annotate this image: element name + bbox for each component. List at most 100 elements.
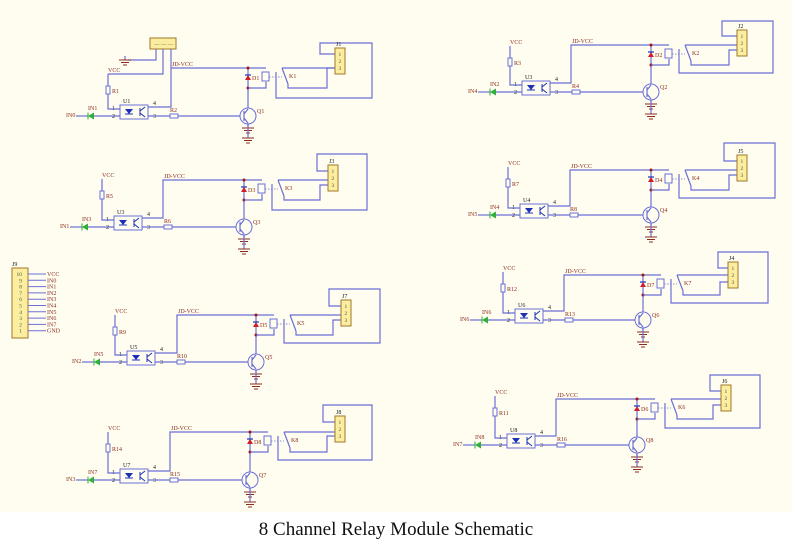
relay-coil: [656, 278, 665, 289]
jdvcc-net-label: JD-VCC: [572, 39, 593, 45]
relay-terminal-block: [727, 261, 739, 289]
transistor-ref-label: Q5: [265, 355, 272, 361]
relay-coil: [257, 183, 266, 194]
junction-dot: [246, 66, 250, 70]
header-pin-number: 8: [19, 285, 22, 291]
coil-return-wire: [651, 184, 670, 191]
relay-terminal-block: [340, 299, 352, 327]
pullup-resistor: [105, 443, 111, 453]
relay-terminal-block: [334, 415, 346, 443]
base-resistor-ref-label: R6: [164, 219, 171, 225]
input-net-label: IN5: [468, 212, 477, 218]
relay-coil: [650, 402, 659, 413]
optocoupler-ref-label: U3: [117, 210, 124, 216]
input-net-label: IN4: [468, 89, 477, 95]
ground-symbol: [238, 245, 250, 255]
header-net-label: IN2: [47, 291, 56, 297]
no-loop-wire: [277, 404, 373, 461]
relay-ref-label: K6: [678, 405, 685, 411]
indicator-led-icon: [475, 441, 481, 449]
opto-collector: [526, 435, 533, 441]
terminal-ref-label: J7: [342, 294, 347, 300]
junction-dot: [254, 313, 258, 317]
power-jumper: — — —: [108, 37, 177, 75]
led-ref-label: IN2: [490, 82, 499, 88]
pullup-ref-label: R7: [512, 182, 519, 188]
header-net-label: IN1: [47, 285, 56, 291]
vcc-net-label: VCC: [115, 309, 127, 315]
jdvcc-wire: [535, 398, 655, 437]
npn-transistor-icon: [239, 107, 257, 125]
terminal-pin-3: 3: [732, 280, 735, 286]
terminal-pin-3: 3: [741, 48, 744, 54]
relay-coil: [269, 318, 278, 329]
pullup-resistor: [105, 85, 111, 95]
relay-terminal-block: [327, 164, 339, 192]
opto-pin-3: 3: [153, 478, 156, 484]
optocoupler-ref-label: U8: [510, 428, 517, 434]
opto-collector: [146, 352, 153, 358]
opto-pin-3: 3: [555, 90, 558, 96]
coil-return-wire: [244, 194, 263, 201]
optocoupler-ref-label: U7: [123, 463, 130, 469]
no-loop-wire: [678, 20, 774, 74]
relay-coil: [263, 435, 272, 446]
base-resistor-ref-label: R13: [565, 312, 575, 318]
diode-ref-label: D2: [655, 53, 662, 59]
ground-symbol: [242, 134, 254, 144]
terminal-pin-2: 2: [339, 427, 342, 433]
transistor-emitter: [239, 228, 245, 235]
relay-switch-arm: [684, 169, 692, 187]
relay-ref-label: K8: [291, 438, 298, 444]
relay-ref-label: K1: [289, 74, 296, 80]
coil-return-wire: [637, 413, 656, 420]
opto-led-icon: [525, 208, 533, 213]
transistor-collector: [646, 84, 652, 91]
base-resistor: [163, 224, 173, 230]
nc-wire: [690, 174, 737, 191]
opto-pin-2: 2: [112, 478, 115, 484]
header-pin-number: 9: [19, 278, 22, 284]
opto-pin-3: 3: [540, 443, 543, 449]
header-net-label: IN0: [47, 278, 56, 284]
npn-transistor-icon: [628, 436, 646, 454]
input-net-label: IN2: [72, 359, 81, 365]
coil-return-wire: [651, 59, 670, 66]
terminal-ref-label: J8: [336, 410, 341, 416]
terminal-pin-2: 2: [332, 176, 335, 182]
transistor-emitter: [251, 363, 257, 370]
flyback-diode-icon: [247, 439, 253, 444]
flyback-diode-icon: [241, 187, 247, 192]
terminal-pin-3: 3: [339, 66, 342, 72]
vcc-net-label: VCC: [102, 173, 114, 179]
indicator-led-icon: [482, 316, 488, 324]
vcc-net-label: VCC: [503, 266, 515, 272]
optocoupler-ref-label: U1: [123, 99, 130, 105]
jdvcc-wire: [548, 169, 669, 207]
terminal-pin-2: 2: [741, 41, 744, 47]
pullup-resistor: [505, 178, 511, 188]
optocoupler-box: [521, 80, 551, 96]
input-header-ref-label: J9: [12, 262, 17, 268]
opto-emitter: [541, 88, 548, 94]
terminal-pin-3: 3: [332, 183, 335, 189]
relay-terminal-block: [736, 154, 748, 182]
base-resistor: [556, 442, 566, 448]
led-ref-label: IN6: [482, 310, 491, 316]
nc-wire: [682, 281, 728, 296]
opto-pin-3: 3: [147, 225, 150, 231]
optocoupler-box: [113, 215, 143, 231]
pullup-ref-label: R1: [112, 89, 119, 95]
optocoupler-ref-label: U5: [130, 345, 137, 351]
ground-symbol: [645, 110, 657, 120]
opto-led-icon: [527, 85, 535, 90]
jdvcc-net-label: JD-VCC: [565, 269, 586, 275]
diode-ref-label: D8: [254, 440, 261, 446]
